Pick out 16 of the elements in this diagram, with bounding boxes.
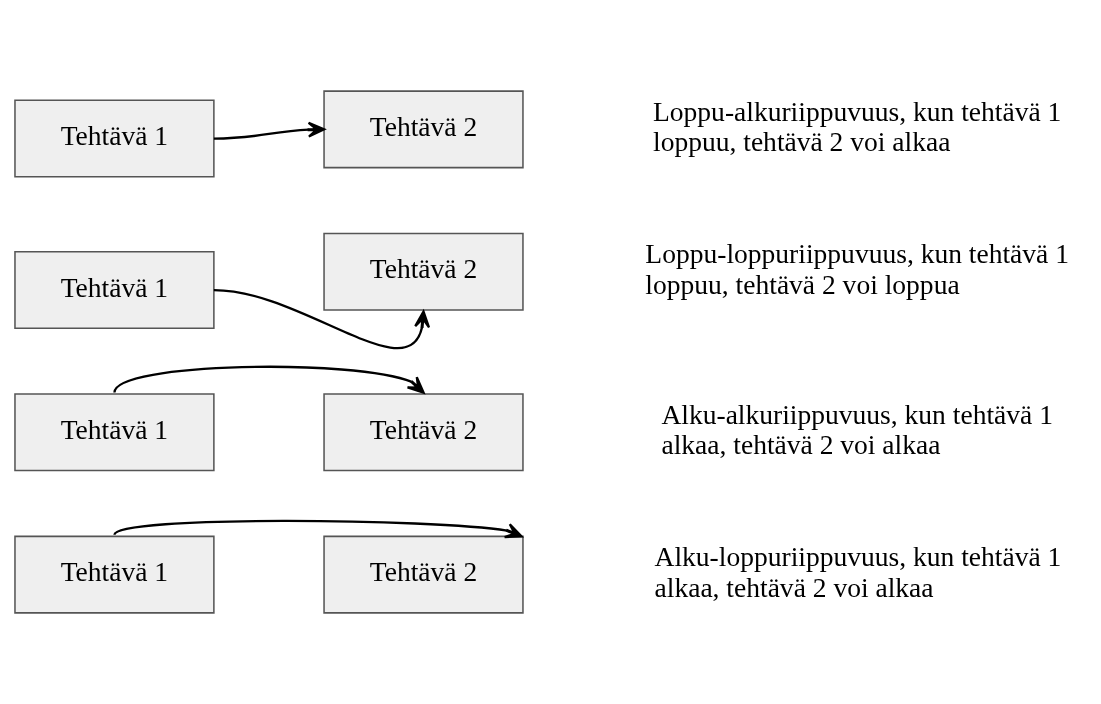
node-box: Tehtävä 1	[14, 99, 215, 178]
arrow	[113, 519, 523, 539]
node-box: Tehtävä 1	[14, 535, 215, 614]
node-box: Tehtävä 1	[14, 393, 215, 472]
arrow	[113, 365, 425, 394]
node-box: Tehtävä 2	[323, 232, 524, 311]
label: Alku-loppuriippuvuus, kun tehtävä 1 alkaa, tehtävä 2 voi alkaa	[654, 541, 1062, 603]
label: Alku-alkuriippuvuus, kun tehtävä 1 alkaa, tehtävä 2 voi alkaa	[661, 398, 1053, 461]
node-box: Tehtävä 2	[323, 90, 524, 169]
arrow	[213, 288, 431, 350]
arrow	[213, 121, 326, 140]
node-box: Tehtävä 2	[323, 393, 524, 472]
label: Loppu-alkuriippuvuus, kun tehtävä 1 loppuu, tehtävä 2 voi alkaa	[653, 95, 1062, 158]
node-box: Tehtävä 2	[323, 535, 524, 614]
node-box: Tehtävä 1	[14, 251, 215, 330]
label: Loppu-loppuriippuvuus, kun tehtävä 1 loppuu, tehtävä 2 voi loppua	[645, 238, 1069, 300]
